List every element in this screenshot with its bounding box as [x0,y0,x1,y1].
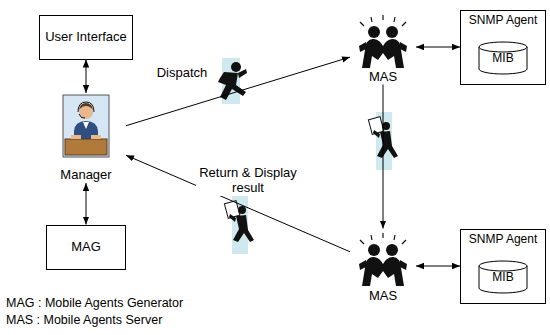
manager-node: Manager [46,93,126,183]
database-cylinder: MIB [478,260,528,294]
agent-icon [218,58,247,104]
edge-label: Return & Display result [196,166,300,196]
connector-arrow [383,85,384,229]
mas-icon [359,233,407,286]
agent-box: SNMP AgentMIB [460,229,546,304]
connector-arrow [416,266,460,267]
node-label: SNMP Agent [461,233,545,247]
legend-note: MAS : Mobile Agents Server [6,313,162,327]
manager-icon [63,95,109,157]
connector-arrow [86,60,87,94]
mas-icon [359,15,407,68]
connector-arrow [86,183,87,225]
agent-icon [224,196,254,254]
node-label: SNMP Agent [461,14,545,28]
process-box: User Interface [39,15,133,60]
connector-arrow [416,47,460,48]
server-node: MAS [350,229,416,304]
node-label: MIB [478,52,528,66]
node-label: User Interface [45,30,127,45]
agent-box: SNMP AgentMIB [460,10,546,85]
node-label: MIB [478,271,528,285]
legend-note: MAG : Mobile Agents Generator [6,296,183,310]
edge-label: Dispatch [148,66,216,81]
server-node: MAS [350,10,416,85]
node-label: MAS [350,70,416,85]
connector-arrow [126,57,350,126]
database-cylinder: MIB [478,41,528,75]
node-label: MAS [350,289,416,304]
process-box: MAG [46,225,126,270]
connector-arrow [126,155,350,252]
node-label: Manager [46,168,126,183]
node-label: MAG [71,240,101,255]
